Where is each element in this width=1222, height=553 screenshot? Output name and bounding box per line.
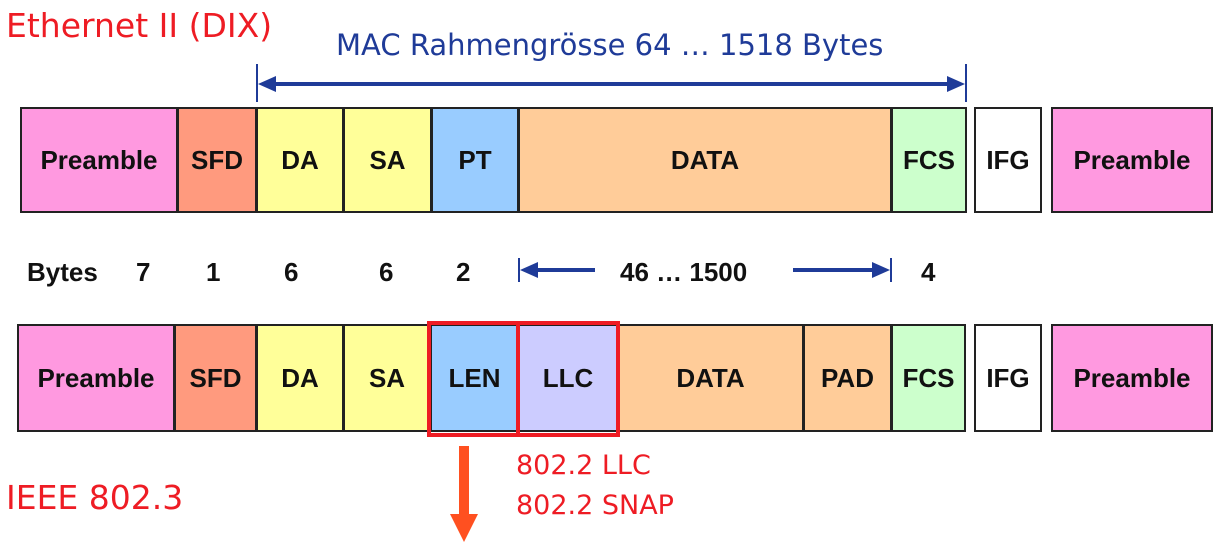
eth-pt-field: PT [431,107,519,213]
field-label: SA [368,362,406,393]
ieee-preamble-next-field: Preamble [1051,324,1213,432]
ieee-sfd-field: SFD [174,324,257,432]
down-arrow-icon [450,446,478,542]
ieee-sa-field: SA [343,324,431,432]
snap-note: 802.2 SNAP [516,490,674,521]
bytes-label: Bytes [27,257,98,287]
field-label: DA [281,362,319,393]
bytes-da: 6 [284,257,299,287]
mac-size-arrow [256,64,967,102]
eth-sfd-field: SFD [177,107,257,213]
bytes-data: 46 … 1500 [620,257,748,287]
eth-da-field: DA [256,107,344,213]
eth-ifg-field: IFG [974,107,1042,213]
bytes-sa: 6 [379,257,394,287]
field-label: LLC [542,362,594,393]
field-label: DATA [676,362,745,393]
field-label: DA [281,144,319,175]
ieee-fcs-field: FCS [891,324,966,432]
field-label: Preamble [37,362,155,393]
field-label: FCS [903,144,955,175]
ieee-da-field: DA [256,324,344,432]
field-label: DATA [670,144,740,175]
mac-frame-size-label: MAC Rahmengrösse 64 … 1518 Bytes [336,28,884,62]
bytes-sfd: 1 [206,257,221,287]
field-label: IFG [986,144,1030,175]
eth-preamble-field: Preamble [20,107,178,213]
field-label: IFG [986,362,1030,393]
llc-note: 802.2 LLC [516,450,651,481]
ieee-pad-field: PAD [803,324,892,432]
field-label: LEN [448,362,501,393]
field-label: FCS [902,362,955,393]
field-label: SFD [191,144,243,175]
field-label: Preamble [1073,144,1191,175]
ieee-len-field: LEN [430,324,519,432]
field-label: PT [458,144,492,175]
bytes-pt: 2 [456,257,471,287]
eth-preamble-next-field: Preamble [1051,107,1213,213]
bytes-preamble: 7 [136,257,151,287]
eth-fcs-field: FCS [891,107,967,213]
field-label: SFD [189,362,242,393]
ieee-preamble-field: Preamble [17,324,175,432]
data-size-arrow [518,258,892,282]
len-llc-highlight-box [427,321,620,437]
field-label: Preamble [40,144,158,175]
bytes-fcs: 4 [921,257,936,287]
field-label: SA [369,144,406,175]
ieee-802-3-title: IEEE 802.3 [6,478,184,517]
field-label: Preamble [1073,362,1191,393]
field-label: PAD [821,362,874,393]
eth-sa-field: SA [343,107,432,213]
eth-data-field: DATA [518,107,892,213]
highlight-divider [516,321,520,437]
ieee-ifg-field: IFG [974,324,1042,432]
ethernet-ii-title: Ethernet II (DIX) [6,6,273,45]
ieee-data-field: DATA [617,324,804,432]
